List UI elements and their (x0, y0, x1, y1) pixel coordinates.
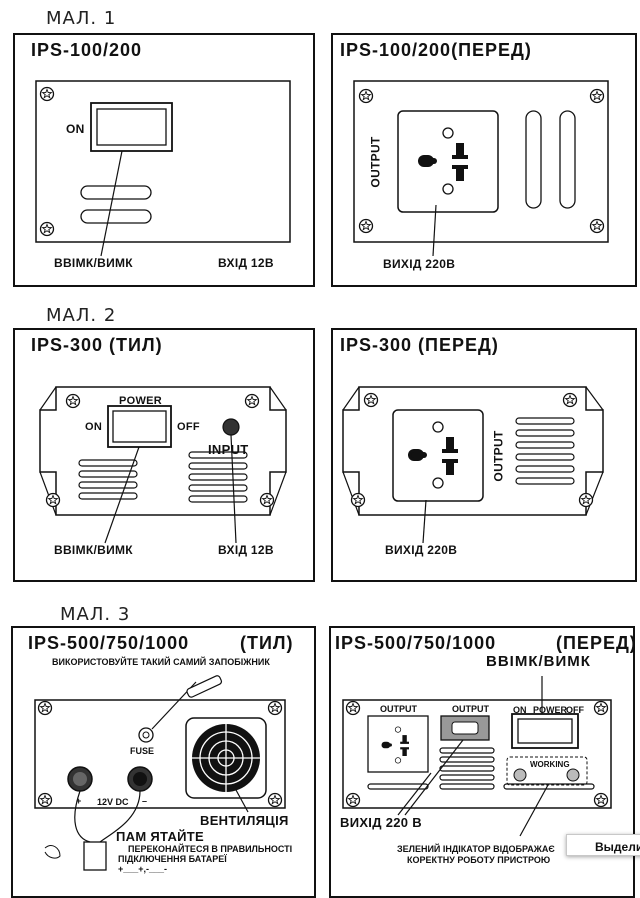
panel-ips300-back (13, 328, 315, 582)
panel-ips500-front (329, 626, 635, 898)
power-label: POWER (533, 705, 568, 715)
remember-note-line2: ПІДКЛЮЧЕННЯ БАТАРЕЇ (118, 854, 227, 864)
panel-title-ips100-back: IPS-100/200 (31, 40, 143, 60)
indicator-note-line2: КОРЕКТНУ РОБОТУ ПРИСТРОЮ (407, 855, 551, 865)
fuse-label: FUSE (130, 746, 155, 756)
voltage-label: 12V DC (97, 797, 129, 807)
panel-ips100-front (331, 33, 637, 287)
polarity-note: +___+,-___- (118, 864, 168, 874)
output-middle-label: OUTPUT (452, 704, 489, 714)
switch-off-label: OFF (566, 705, 584, 715)
figure-label-3: МАЛ. 3 (60, 604, 131, 625)
ips500-front-drawing (342, 676, 612, 837)
ventilation-label: ВЕНТИЛЯЦІЯ (200, 813, 289, 828)
panel-ips300-front (331, 328, 637, 582)
input-callout-label: ВХІД 12В (218, 256, 274, 270)
select-popup-label: Выделит (595, 840, 640, 854)
panel-title-suffix-back: (ТИЛ) (240, 633, 294, 653)
output-callout-label: ВИХІД 220В (385, 543, 458, 557)
indicator-note-line1: ЗЕЛЕНИЙ ІНДІКАТОР ВІДОБРАЖАЄ (397, 844, 555, 854)
switch-callout-label: ВВІМК/ВИМК (54, 543, 133, 557)
panel-ips100-back (13, 33, 315, 287)
plus-label: + (76, 796, 82, 806)
panel-title-suffix-front: (ПЕРЕД) (556, 633, 637, 653)
power-label: POWER (119, 395, 163, 407)
panel-title-ips500-back: IPS-500/750/1000 (28, 633, 190, 653)
minus-label: – (142, 796, 148, 806)
ips300-back-drawing (39, 386, 287, 544)
ips500-back-drawing (34, 675, 286, 871)
switch-on-label: ON (85, 421, 103, 433)
output-callout-label: ВИХІД 220В (383, 257, 456, 271)
switch-callout-label: ВВІМК/ВИМК (54, 256, 133, 270)
input-callout-label: ВХІД 12В (218, 543, 274, 557)
switch-on-label: ON (66, 122, 85, 136)
switch-off-label: OFF (177, 421, 200, 433)
switch-callout-label: ВВІМК/ВИМК (486, 653, 591, 670)
remember-heading: ПАМ ЯТАЙТЕ (116, 829, 204, 844)
switch-on-label: ON (513, 705, 527, 715)
figure-label-2: МАЛ. 2 (46, 305, 117, 326)
output-callout-label: ВИХІД 220 В (340, 815, 422, 830)
panel-title-ips100-front: IPS-100/200(ПЕРЕД) (340, 40, 532, 60)
figure-label-1: МАЛ. 1 (46, 8, 117, 29)
working-label: WORKING (530, 760, 570, 769)
output-vertical-label: OUTPUT (491, 430, 506, 482)
output-left-label: OUTPUT (380, 704, 417, 714)
remember-note-line1: ПЕРЕКОНАЙТЕСЯ В ПРАВИЛЬНОСТІ (128, 844, 293, 854)
ips300-front-drawing (342, 386, 604, 544)
ips100-back-drawing (35, 80, 291, 257)
output-vertical-label: OUTPUT (368, 136, 383, 188)
panel-title-ips500-front: IPS-500/750/1000 (335, 633, 497, 653)
panel-ips500-back (11, 626, 316, 898)
fuse-note: ВИКОРИСТОВУЙТЕ ТАКИЙ САМИЙ ЗАПОБІЖНИК (52, 657, 270, 667)
ips100-front-drawing (353, 80, 609, 257)
panel-title-ips300-front: IPS-300 (ПЕРЕД) (340, 335, 499, 355)
select-popup[interactable]: Выделит (566, 834, 640, 856)
input-port-label: INPUT (208, 442, 249, 457)
panel-title-ips300-back: IPS-300 (ТИЛ) (31, 335, 163, 355)
